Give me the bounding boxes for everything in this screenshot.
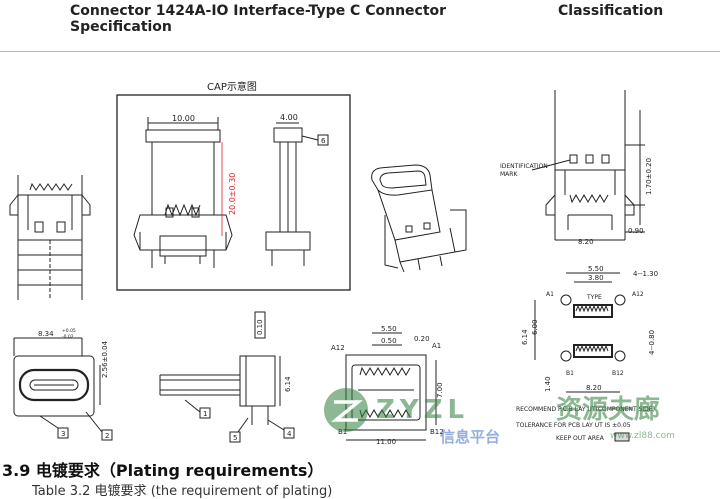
document-title: Connector 1424A-IO Interface-Type C Conn… — [70, 3, 446, 35]
layout-note-recommend: RECOMMEND P.C.B LAY UT(COMPONENT SIDE) — [516, 406, 655, 413]
balloon-6: 6 — [321, 137, 326, 145]
pcb-1100-dim: 11.00 — [376, 438, 396, 446]
pcb-a12-label: A12 — [331, 344, 345, 352]
right-top-outline-view: IDENTIFICATION MARK 1.70±0.20 8.20 0.90 — [500, 90, 653, 246]
front-width-dim: 8.34 — [38, 330, 54, 338]
pcb-700-dim: 7.00 — [436, 382, 444, 398]
layout-type-label: TYPE — [586, 294, 602, 301]
right-offset-dim: 0.90 — [628, 227, 644, 235]
pcb-a1-label: A1 — [432, 342, 441, 350]
watermark-logo: ZYZL 资源夫廊 信息平台 www.zl88.com — [324, 388, 675, 446]
side-flat-dim: 0.10 — [256, 319, 264, 335]
balloon-5: 5 — [233, 434, 237, 442]
balloon-3: 3 — [61, 430, 65, 438]
right-height-dim: 1.70±0.20 — [645, 158, 653, 195]
left-top-outline-view — [9, 175, 91, 300]
pcb-b1-label: B1 — [338, 428, 347, 436]
cap-height-dim: 20.0±0.30 — [228, 173, 237, 215]
cap-label: CAP示意图 — [207, 80, 257, 93]
right-width-dim: 8.20 — [578, 238, 594, 246]
header-divider — [0, 51, 720, 52]
side-view: 0.10 6.14 1 5 4 — [159, 311, 295, 443]
identification-mark-line2: MARK — [500, 171, 518, 178]
layout-a12-label: A12 — [632, 291, 644, 298]
layout-b12-label: B12 — [612, 370, 624, 377]
pcb-550-dim: 5.50 — [381, 325, 397, 333]
layout-140-dim: 1.40 — [544, 376, 552, 392]
balloon-2: 2 — [105, 432, 109, 440]
watermark-cjk: 资源夫廊 — [556, 394, 660, 425]
pcb-050-dim: 0.50 — [381, 337, 397, 345]
cap-width-dim: 10.00 — [172, 114, 195, 123]
front-tol-bottom: -0.02 — [62, 334, 74, 340]
document-title-line1: Connector 1424A-IO Interface-Type C Conn… — [70, 3, 447, 19]
layout-a1-label: A1 — [546, 291, 554, 298]
layout-820-dim: 8.20 — [586, 384, 602, 392]
front-height-dim: 2.56±0.04 — [101, 340, 109, 378]
pcb-b12-label: B12 — [430, 428, 444, 436]
cap-diagram-box: CAP示意图 10.00 20.0±0.30 4.00 6 — [116, 80, 351, 291]
layout-4080-dim: 4--0.80 — [648, 330, 656, 355]
identification-mark-line1: IDENTIFICATION — [500, 163, 548, 170]
side-length-dim: 6.14 — [284, 376, 292, 392]
classification-label: Classification — [558, 3, 664, 19]
cap-side-dim: 4.00 — [280, 113, 298, 122]
layout-550-dim: 5.50 — [588, 265, 604, 273]
isometric-view — [371, 164, 467, 273]
document-title-line2: Specification — [70, 19, 172, 35]
balloon-4: 4 — [287, 430, 292, 438]
layout-380-dim: 3.80 — [588, 274, 604, 282]
section-heading: 3.9 电镀要求（Plating requirements） — [2, 461, 324, 480]
front-tol-top: +0.05 — [62, 328, 76, 334]
layout-614-dim: 6.14 — [521, 329, 529, 345]
pcb-020-dim: 0.20 — [414, 335, 430, 343]
pcb-layout-view: 5.50 3.80 4--1.30 A1 A12 TYPE 6.14 6.00 … — [515, 265, 658, 442]
watermark-latin: ZYZL — [376, 395, 469, 425]
layout-4130-dim: 4--1.30 — [633, 270, 658, 278]
watermark-sub: 信息平台 — [440, 428, 500, 446]
layout-600-dim: 6.00 — [531, 319, 539, 335]
balloon-1: 1 — [203, 410, 207, 418]
layout-b1-label: B1 — [566, 370, 574, 377]
layout-note-keepout: KEEP OUT AREA — [556, 435, 605, 442]
front-mating-view: 8.34 +0.05 -0.02 2.56±0.04 3 2 — [13, 328, 113, 441]
layout-note-tolerance: TOLERANCE FOR PCB LAY UT IS ±0.05 — [515, 422, 631, 429]
watermark-url: www.zl88.com — [610, 431, 675, 441]
